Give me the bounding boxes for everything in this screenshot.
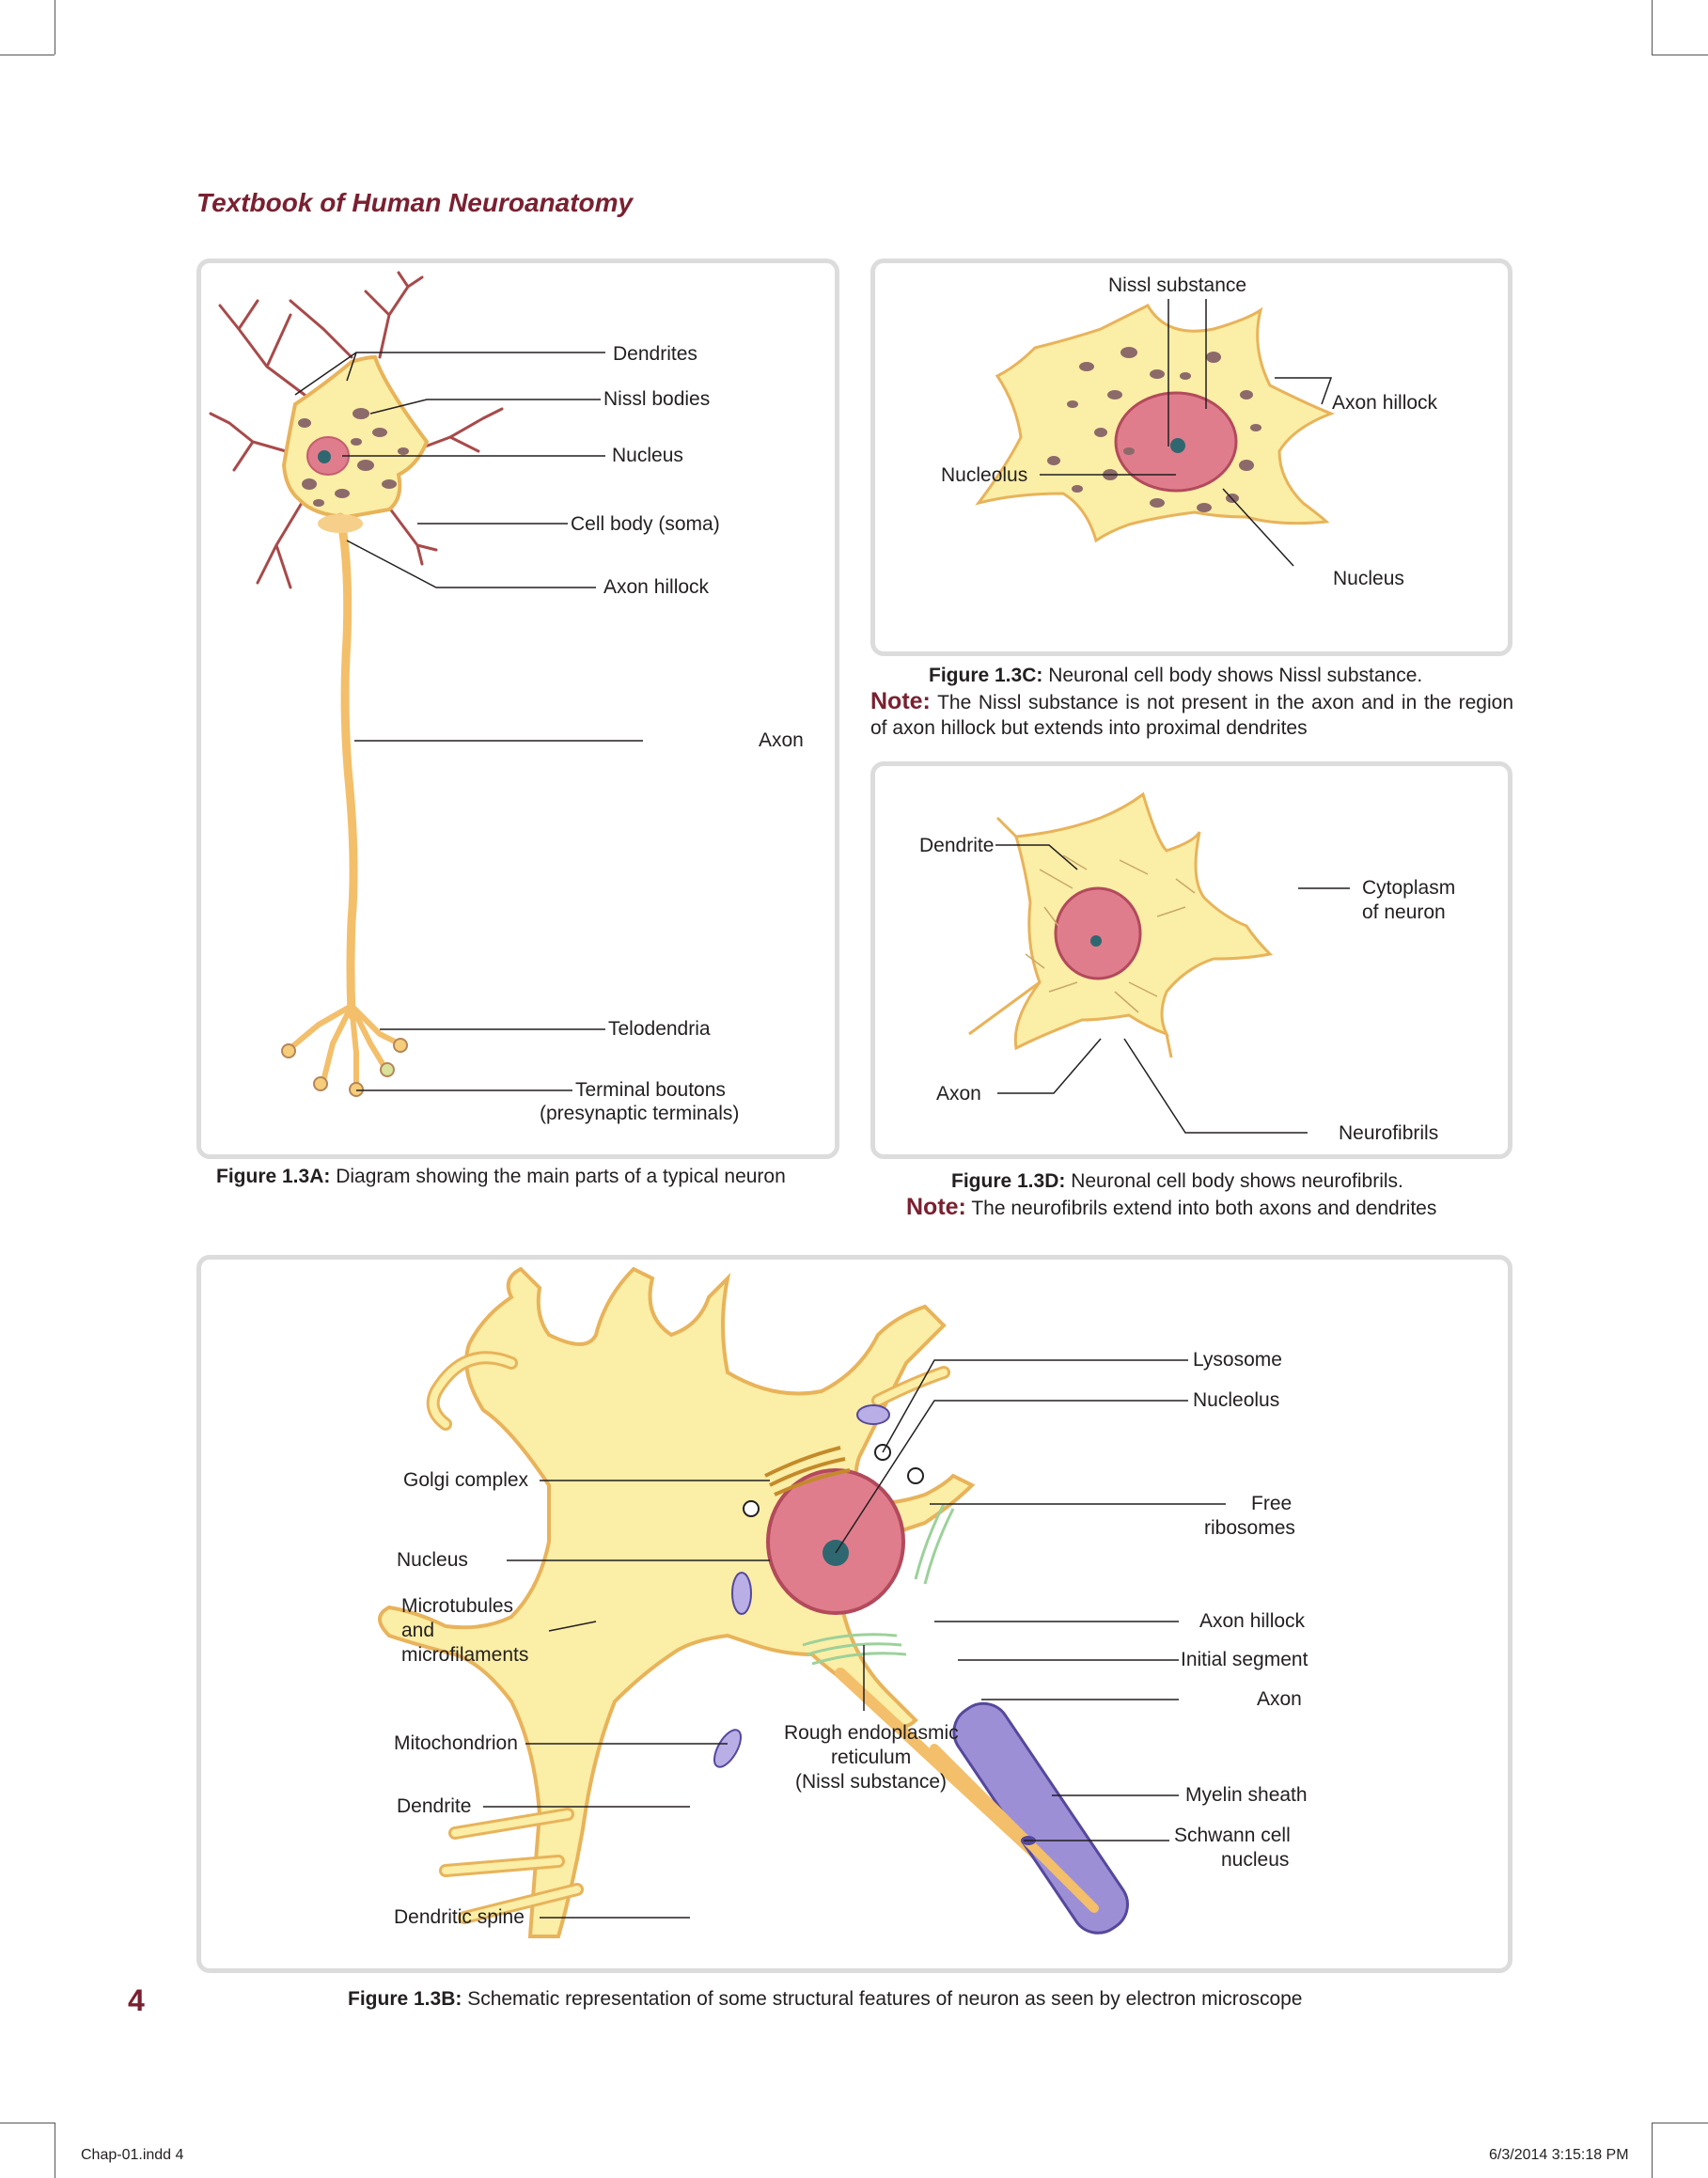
footer-file: Chap-01.indd 4 — [81, 2147, 184, 2163]
caption-id: Figure 1.3A: — [216, 1166, 331, 1187]
label-initial-segment: Initial segment — [1181, 1649, 1308, 1670]
rough-er — [802, 1503, 955, 1666]
label-nucleus: Nucleus — [612, 445, 683, 466]
label-nissl-substance: Nissl substance — [1108, 274, 1246, 296]
label-schwann-1: Schwann cell — [1174, 1825, 1291, 1846]
caption-text: Schematic representation of some structu… — [462, 1988, 1303, 2010]
neuron-diagram-c: Nissl substance Axon hillock Nucleolus N… — [941, 274, 1438, 589]
label-axon-b: Axon — [1257, 1688, 1302, 1710]
label-dendrite-b: Dendrite — [397, 1795, 471, 1817]
nucleus-d — [1054, 886, 1142, 980]
crop-mark — [1652, 2123, 1653, 2178]
myelin-sheath — [952, 1701, 1129, 1935]
note-label: Note: — [870, 688, 931, 714]
caption-id: Figure 1.3C: — [929, 665, 1043, 686]
caption-text: Neuronal cell body shows Nissl substance… — [1042, 665, 1423, 686]
label-free-ribosomes-1: Free — [1251, 1493, 1292, 1514]
caption-id: Figure 1.3D: — [951, 1170, 1066, 1192]
label-nucleolus-c: Nucleolus — [941, 464, 1027, 486]
label-cytoplasm-1: Cytoplasm — [1362, 877, 1455, 899]
cell-body-b — [378, 1266, 976, 1938]
nissl-bodies-a — [298, 408, 409, 507]
label-cytoplasm-2: of neuron — [1362, 901, 1446, 923]
leader-lines-d — [995, 844, 1350, 1134]
label-nucleolus-b: Nucleolus — [1193, 1389, 1279, 1411]
label-axon-hillock: Axon hillock — [603, 576, 710, 598]
label-lysosome: Lysosome — [1193, 1349, 1282, 1371]
note-text: The Nissl substance is not present in th… — [870, 692, 1513, 739]
neurofibrils-d — [1025, 854, 1196, 1013]
label-telodendria: Telodendria — [608, 1018, 711, 1040]
label-golgi: Golgi complex — [403, 1469, 529, 1491]
label-schwann-2: nucleus — [1221, 1849, 1289, 1871]
figure-1-3d-panel: Dendrite Cytoplasm of neuron Axon Neurof… — [870, 761, 1512, 1159]
axon-hillock-shade — [318, 514, 363, 533]
label-free-ribosomes-2: ribosomes — [1204, 1517, 1295, 1539]
neuron-diagram-a: Dendrites Nissl bodies Nucleus Cell body… — [209, 271, 804, 1124]
terminal-boutons — [281, 1038, 408, 1097]
label-mitochondrion: Mitochondrion — [394, 1732, 518, 1754]
label-terminal-boutons: Terminal boutons — [575, 1079, 726, 1101]
label-cell-body: Cell body (soma) — [571, 513, 720, 535]
label-microtubules-1: Microtubules — [401, 1595, 513, 1617]
label-neurofibrils: Neurofibrils — [1339, 1122, 1438, 1144]
label-rer-2: reticulum — [831, 1747, 911, 1768]
cell-processes-d — [968, 816, 1173, 1058]
cell-body-soma — [281, 354, 430, 520]
neuron-diagram-b: Lysosome Nucleolus Golgi complex Free ri… — [378, 1266, 1308, 1938]
figure-1-3c-note: Note: The Nissl substance is not present… — [870, 689, 1513, 741]
leader-lines-a — [294, 352, 643, 1091]
running-header: Textbook of Human Neuroanatomy — [196, 188, 634, 217]
figure-1-3c-caption: Figure 1.3C: Neuronal cell body shows Ni… — [929, 663, 1422, 688]
axon-core-b — [930, 1744, 1099, 1913]
figure-1-3c-panel: Nissl substance Axon hillock Nucleolus N… — [870, 259, 1512, 656]
caption-text: Neuronal cell body shows neurofibrils. — [1065, 1170, 1403, 1192]
nucleolus-c — [1170, 438, 1185, 453]
footer-timestamp: 6/3/2014 3:15:18 PM — [1489, 2147, 1629, 2163]
neuron-diagram-d: Dendrite Cytoplasm of neuron Axon Neurof… — [919, 791, 1455, 1144]
leader-lines-c — [1040, 299, 1333, 567]
nucleolus-d — [1090, 935, 1102, 947]
crop-mark — [1652, 0, 1653, 55]
label-nucleus-b: Nucleus — [397, 1549, 468, 1571]
label-dendrites: Dendrites — [613, 343, 697, 365]
label-presynaptic: (presynaptic terminals) — [540, 1103, 739, 1124]
label-axon: Axon — [759, 729, 804, 751]
label-rer-1: Rough endoplasmic — [784, 1722, 959, 1744]
dendrites-b-fill — [429, 1354, 948, 1921]
figure-1-3a-caption: Figure 1.3A: Diagram showing the main pa… — [216, 1164, 786, 1189]
label-rer-3: (Nissl substance) — [795, 1771, 947, 1793]
label-microtubules-2: and — [401, 1620, 434, 1641]
nucleolus-a — [318, 450, 331, 463]
caption-text: Diagram showing the main parts of a typi… — [330, 1166, 786, 1187]
figure-1-3d-caption: Figure 1.3D: Neuronal cell body shows ne… — [951, 1168, 1403, 1194]
label-dendritic-spine: Dendritic spine — [394, 1906, 525, 1928]
label-microtubules-3: microfilaments — [401, 1644, 528, 1666]
label-axon-d: Axon — [936, 1083, 981, 1105]
caption-id: Figure 1.3B: — [348, 1988, 462, 2010]
telodendria-branches — [288, 1003, 401, 1089]
figure-1-3d-note: Note: The neurofibrils extend into both … — [906, 1195, 1436, 1221]
figure-1-3b-caption: Figure 1.3B: Schematic representation of… — [348, 1986, 1302, 2012]
leader-lines-b — [483, 1359, 1226, 1919]
mitochondria-b — [713, 1404, 890, 1768]
golgi-complex — [764, 1446, 851, 1496]
label-nucleus-c: Nucleus — [1333, 568, 1404, 589]
label-myelin: Myelin sheath — [1185, 1784, 1308, 1806]
figure-1-3b-panel: Lysosome Nucleolus Golgi complex Free ri… — [196, 1255, 1512, 1973]
note-label: Note: — [906, 1194, 966, 1220]
label-axon-hillock-c: Axon hillock — [1332, 392, 1438, 414]
axon-shaft — [336, 512, 358, 1020]
note-text: The neurofibrils extend into both axons … — [965, 1198, 1437, 1219]
cell-body-d — [1013, 791, 1274, 1051]
dendrite-branches — [209, 271, 504, 589]
label-axon-hillock-b: Axon hillock — [1199, 1610, 1306, 1632]
page-number: 4 — [128, 1983, 145, 2017]
figure-1-3a-panel: Dendrites Nissl bodies Nucleus Cell body… — [196, 259, 839, 1159]
label-nissl-bodies: Nissl bodies — [603, 388, 710, 410]
label-dendrite-d: Dendrite — [919, 835, 994, 856]
